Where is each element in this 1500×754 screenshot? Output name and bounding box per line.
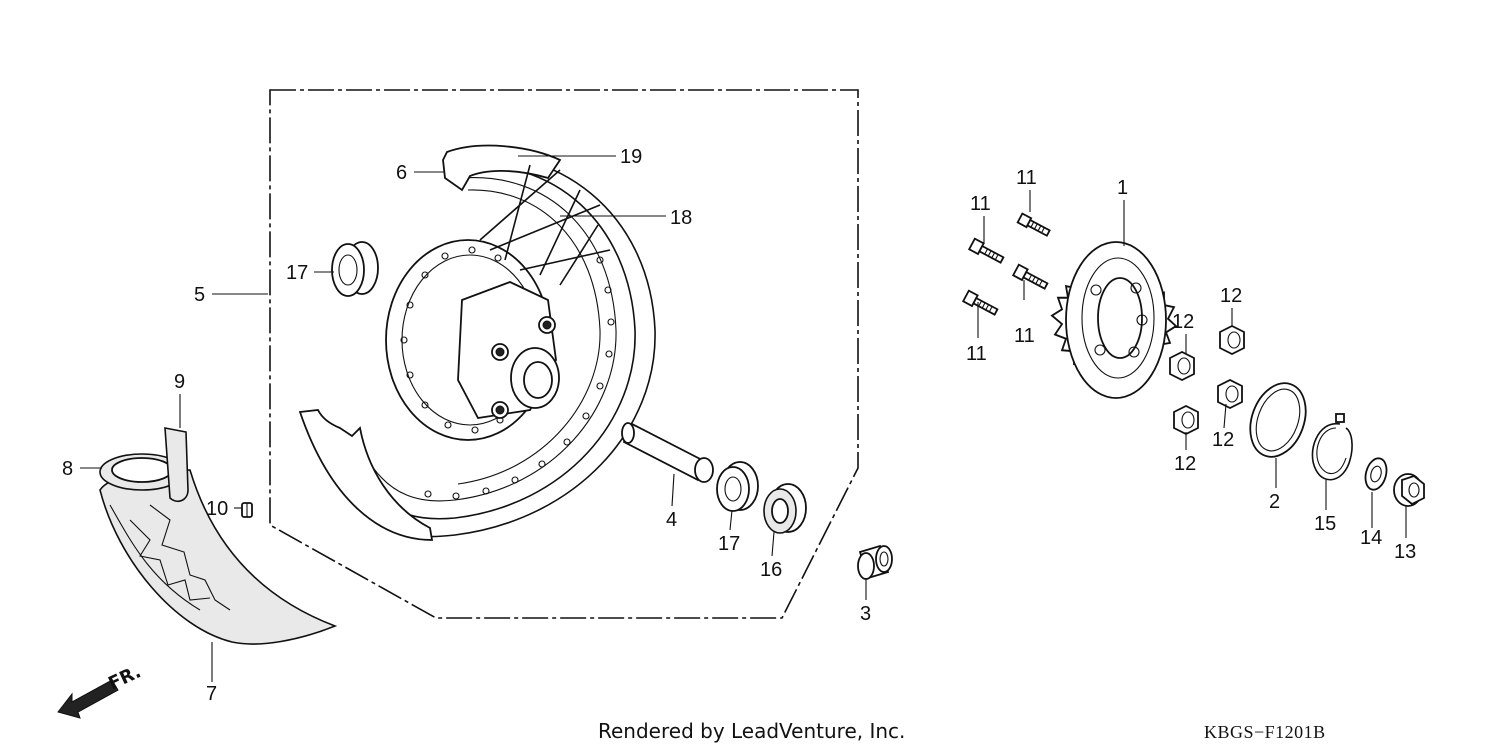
callout-12-right: 12 xyxy=(1212,429,1234,451)
dust-seal-16 xyxy=(763,483,807,534)
callout-12-bottom: 12 xyxy=(1174,453,1196,475)
callout-13: 13 xyxy=(1394,541,1416,563)
callout-19: 19 xyxy=(620,146,642,168)
callout-2: 2 xyxy=(1269,491,1280,513)
washer-14 xyxy=(1364,457,1388,491)
callout-4: 4 xyxy=(666,509,677,531)
circlip-15 xyxy=(1311,413,1353,481)
callout-17-upper: 17 xyxy=(286,262,308,284)
callout-16: 16 xyxy=(760,559,782,581)
side-collar-3 xyxy=(857,544,893,580)
tire xyxy=(99,469,338,645)
leader-lines xyxy=(80,155,1407,682)
callout-11-mid: 11 xyxy=(1014,325,1035,347)
rim-band xyxy=(164,427,189,502)
direction-label: FR. xyxy=(105,661,144,694)
valve-nut xyxy=(241,502,253,518)
callout-labels: 1 2 3 4 5 6 7 8 9 10 11 11 11 11 12 12 1… xyxy=(62,146,1416,705)
bearing-17-lower xyxy=(716,461,759,512)
callout-6: 6 xyxy=(396,162,407,184)
flange-nut-13 xyxy=(1393,473,1425,507)
callout-5: 5 xyxy=(194,284,205,306)
axle-collar xyxy=(621,422,714,483)
callout-11-upper-left: 11 xyxy=(970,193,991,215)
assembly-boundary xyxy=(269,89,859,619)
callout-11-top: 11 xyxy=(1016,167,1037,189)
wheel-assembly xyxy=(298,144,656,541)
sprocket-nuts xyxy=(1169,324,1245,436)
render-credit: Rendered by LeadVenture, Inc. xyxy=(598,719,905,743)
diagram-code: KBGS−F1201B xyxy=(1204,722,1326,742)
driven-sprocket xyxy=(1050,241,1178,399)
callout-8: 8 xyxy=(62,458,73,480)
callout-15: 15 xyxy=(1314,513,1336,535)
callout-10: 10 xyxy=(206,498,228,520)
callout-7: 7 xyxy=(206,683,217,705)
bearing-17-upper xyxy=(331,241,379,297)
callout-12-left: 12 xyxy=(1172,311,1194,333)
front-direction-arrow: FR. xyxy=(57,661,144,719)
stud-bolts xyxy=(961,212,1051,316)
callout-9: 9 xyxy=(174,371,185,393)
rim-spoke-holes xyxy=(424,256,615,500)
callout-18: 18 xyxy=(670,207,692,229)
callout-3: 3 xyxy=(860,603,871,625)
spokes xyxy=(479,164,611,286)
callout-1: 1 xyxy=(1117,177,1128,199)
o-ring-2 xyxy=(1249,382,1307,458)
callout-11-bottom: 11 xyxy=(966,343,987,365)
callout-17-lower: 17 xyxy=(718,533,740,555)
callout-14: 14 xyxy=(1360,527,1382,549)
callout-12-top: 12 xyxy=(1220,285,1242,307)
